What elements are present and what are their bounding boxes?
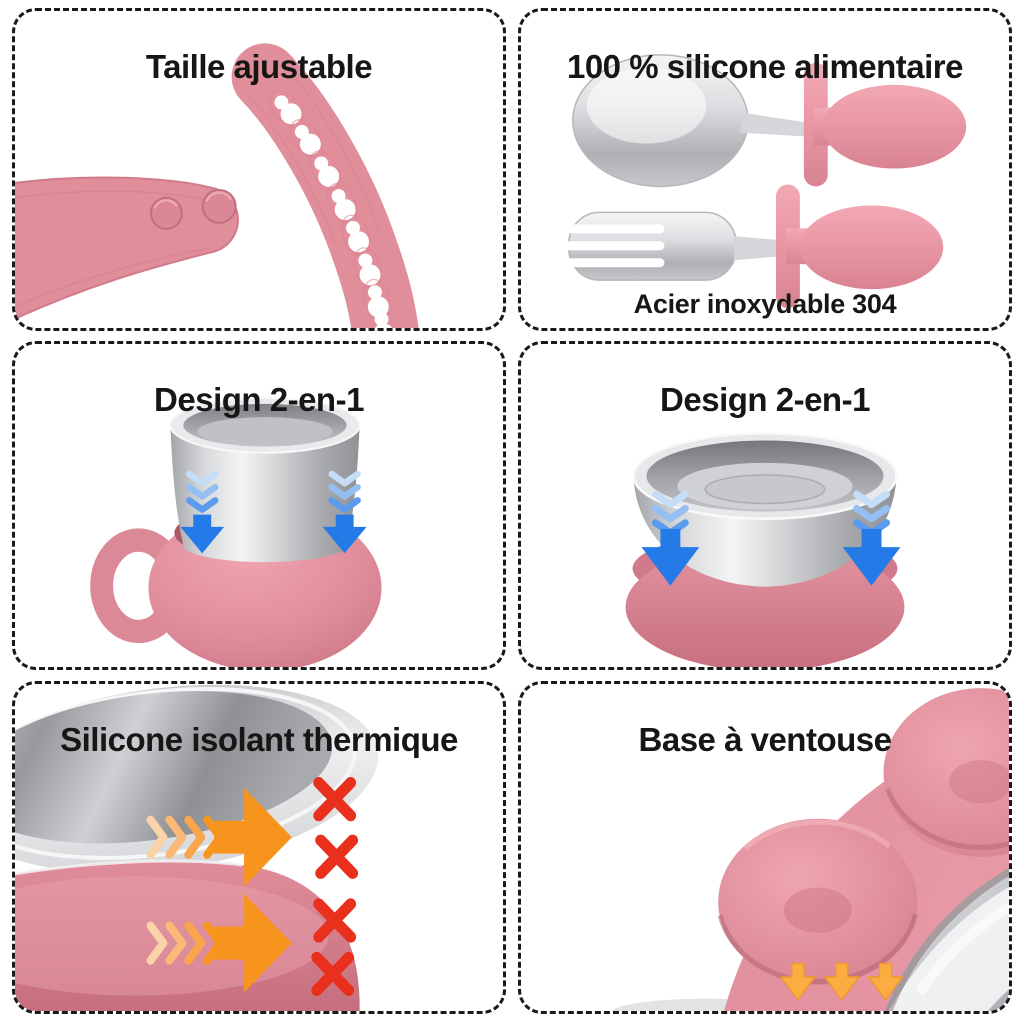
suction-base-illustration: [611, 688, 1009, 1011]
panel-title: 100 % silicone alimentaire: [566, 48, 964, 86]
feature-panel-2in1-cup: Design 2-en-1: [12, 341, 506, 670]
panel-title: Design 2-en-1: [660, 381, 870, 419]
cross-icon: [311, 951, 355, 997]
down-arrow-icon: [180, 470, 225, 554]
small-down-arrow-icon: [780, 962, 816, 1001]
feature-panel-thermal-insulation: Silicone isolant thermique: [12, 681, 506, 1014]
cross-icon: [315, 834, 359, 879]
small-down-arrow-icons: [780, 962, 904, 1001]
right-arrow-icon: [146, 787, 292, 887]
silicone-sleeve: [15, 859, 360, 1011]
fork-illustration: [546, 184, 944, 309]
spoon-illustration: [572, 54, 967, 188]
feature-panel-food-grade-silicone: 100 % silicone alimentaire: [518, 8, 1012, 331]
panel-title: Silicone isolant thermique: [60, 721, 458, 759]
down-arrow-icon: [641, 490, 700, 586]
steel-grade-caption: Acier inoxydable 304: [633, 289, 897, 319]
feature-panel-adjustable-size: Taille ajustable: [12, 8, 506, 331]
bib-strap-left: [15, 176, 239, 320]
cross-icon: [313, 898, 357, 943]
suction-cup: [883, 688, 1009, 857]
insulation-closeup-illustration: [15, 684, 379, 1011]
bib-straps-illustration: [15, 43, 419, 328]
suction-cup: [717, 818, 918, 986]
cross-icon: [313, 777, 357, 822]
adjustment-holes: [269, 89, 395, 328]
bib-strap-right: [231, 43, 419, 328]
feature-panel-suction-base: Base à ventouse: [518, 681, 1012, 1014]
cup-assembly-illustration: [90, 396, 382, 667]
snap-button: [149, 196, 183, 230]
snap-button: [201, 188, 237, 224]
steel-bowl: [632, 432, 898, 587]
panel-title: Design 2-en-1: [154, 381, 364, 419]
panel-title: Taille ajustable: [145, 48, 373, 86]
cross-icon-group: [311, 777, 359, 997]
cutlery-illustration: [546, 54, 967, 309]
feature-panel-2in1-bowl: Design 2-en-1: [518, 341, 1012, 670]
panel-title: Base à ventouse: [638, 721, 892, 759]
bowl-assembly-illustration: [625, 432, 905, 667]
